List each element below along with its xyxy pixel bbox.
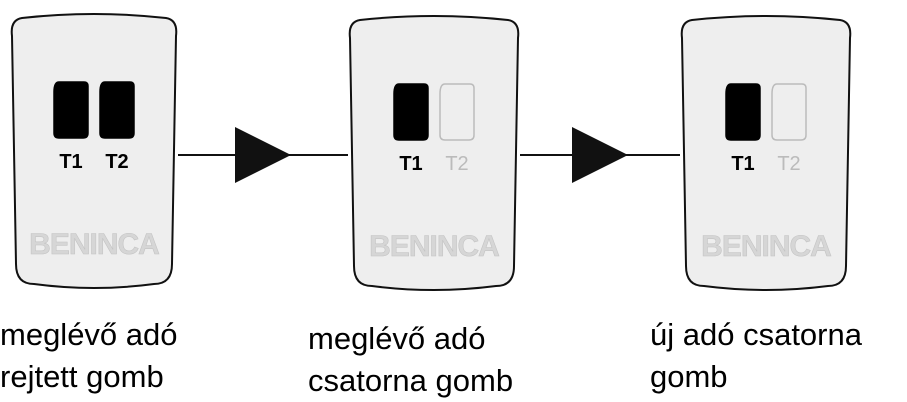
button-t1 xyxy=(53,81,89,139)
caption-remote-2-line-2: csatorna gomb xyxy=(308,363,514,398)
label-t2: T2 xyxy=(445,153,468,175)
caption-remote-2-line-1: meglévő adó xyxy=(308,321,486,356)
caption-remote-3-line-2: gomb xyxy=(650,359,728,394)
button-t1 xyxy=(725,83,761,141)
beninca-logo: BENINCA xyxy=(701,230,831,263)
caption-remote-3: új adó csatorna gomb xyxy=(650,314,862,398)
caption-remote-1: meglévő adó rejtett gomb xyxy=(0,314,178,398)
label-t1: T1 xyxy=(731,153,754,175)
caption-remote-1-line-1: meglévő adó xyxy=(0,317,178,352)
connectors xyxy=(178,127,680,183)
label-t2: T2 xyxy=(105,151,128,173)
remote-body xyxy=(348,15,520,291)
beninca-logo: BENINCA xyxy=(369,230,499,263)
label-t1: T1 xyxy=(59,151,82,173)
remote-body xyxy=(680,15,852,291)
arrow-2 xyxy=(520,127,680,183)
label-t2: T2 xyxy=(777,153,800,175)
label-t1: T1 xyxy=(399,153,422,175)
caption-remote-1-line-2: rejtett gomb xyxy=(0,359,164,394)
button-t2 xyxy=(99,81,135,139)
beninca-logo: BENINCA xyxy=(29,228,159,261)
caption-remote-3-line-1: új adó csatorna xyxy=(650,317,862,352)
arrow-1 xyxy=(178,127,348,183)
button-t2 xyxy=(771,83,807,141)
remote-body xyxy=(10,13,178,289)
button-t1 xyxy=(393,83,429,141)
arrowhead-icon xyxy=(235,127,291,183)
button-t2 xyxy=(439,83,475,141)
caption-remote-2: meglévő adó csatorna gomb xyxy=(308,318,513,402)
arrowhead-icon xyxy=(572,127,628,183)
